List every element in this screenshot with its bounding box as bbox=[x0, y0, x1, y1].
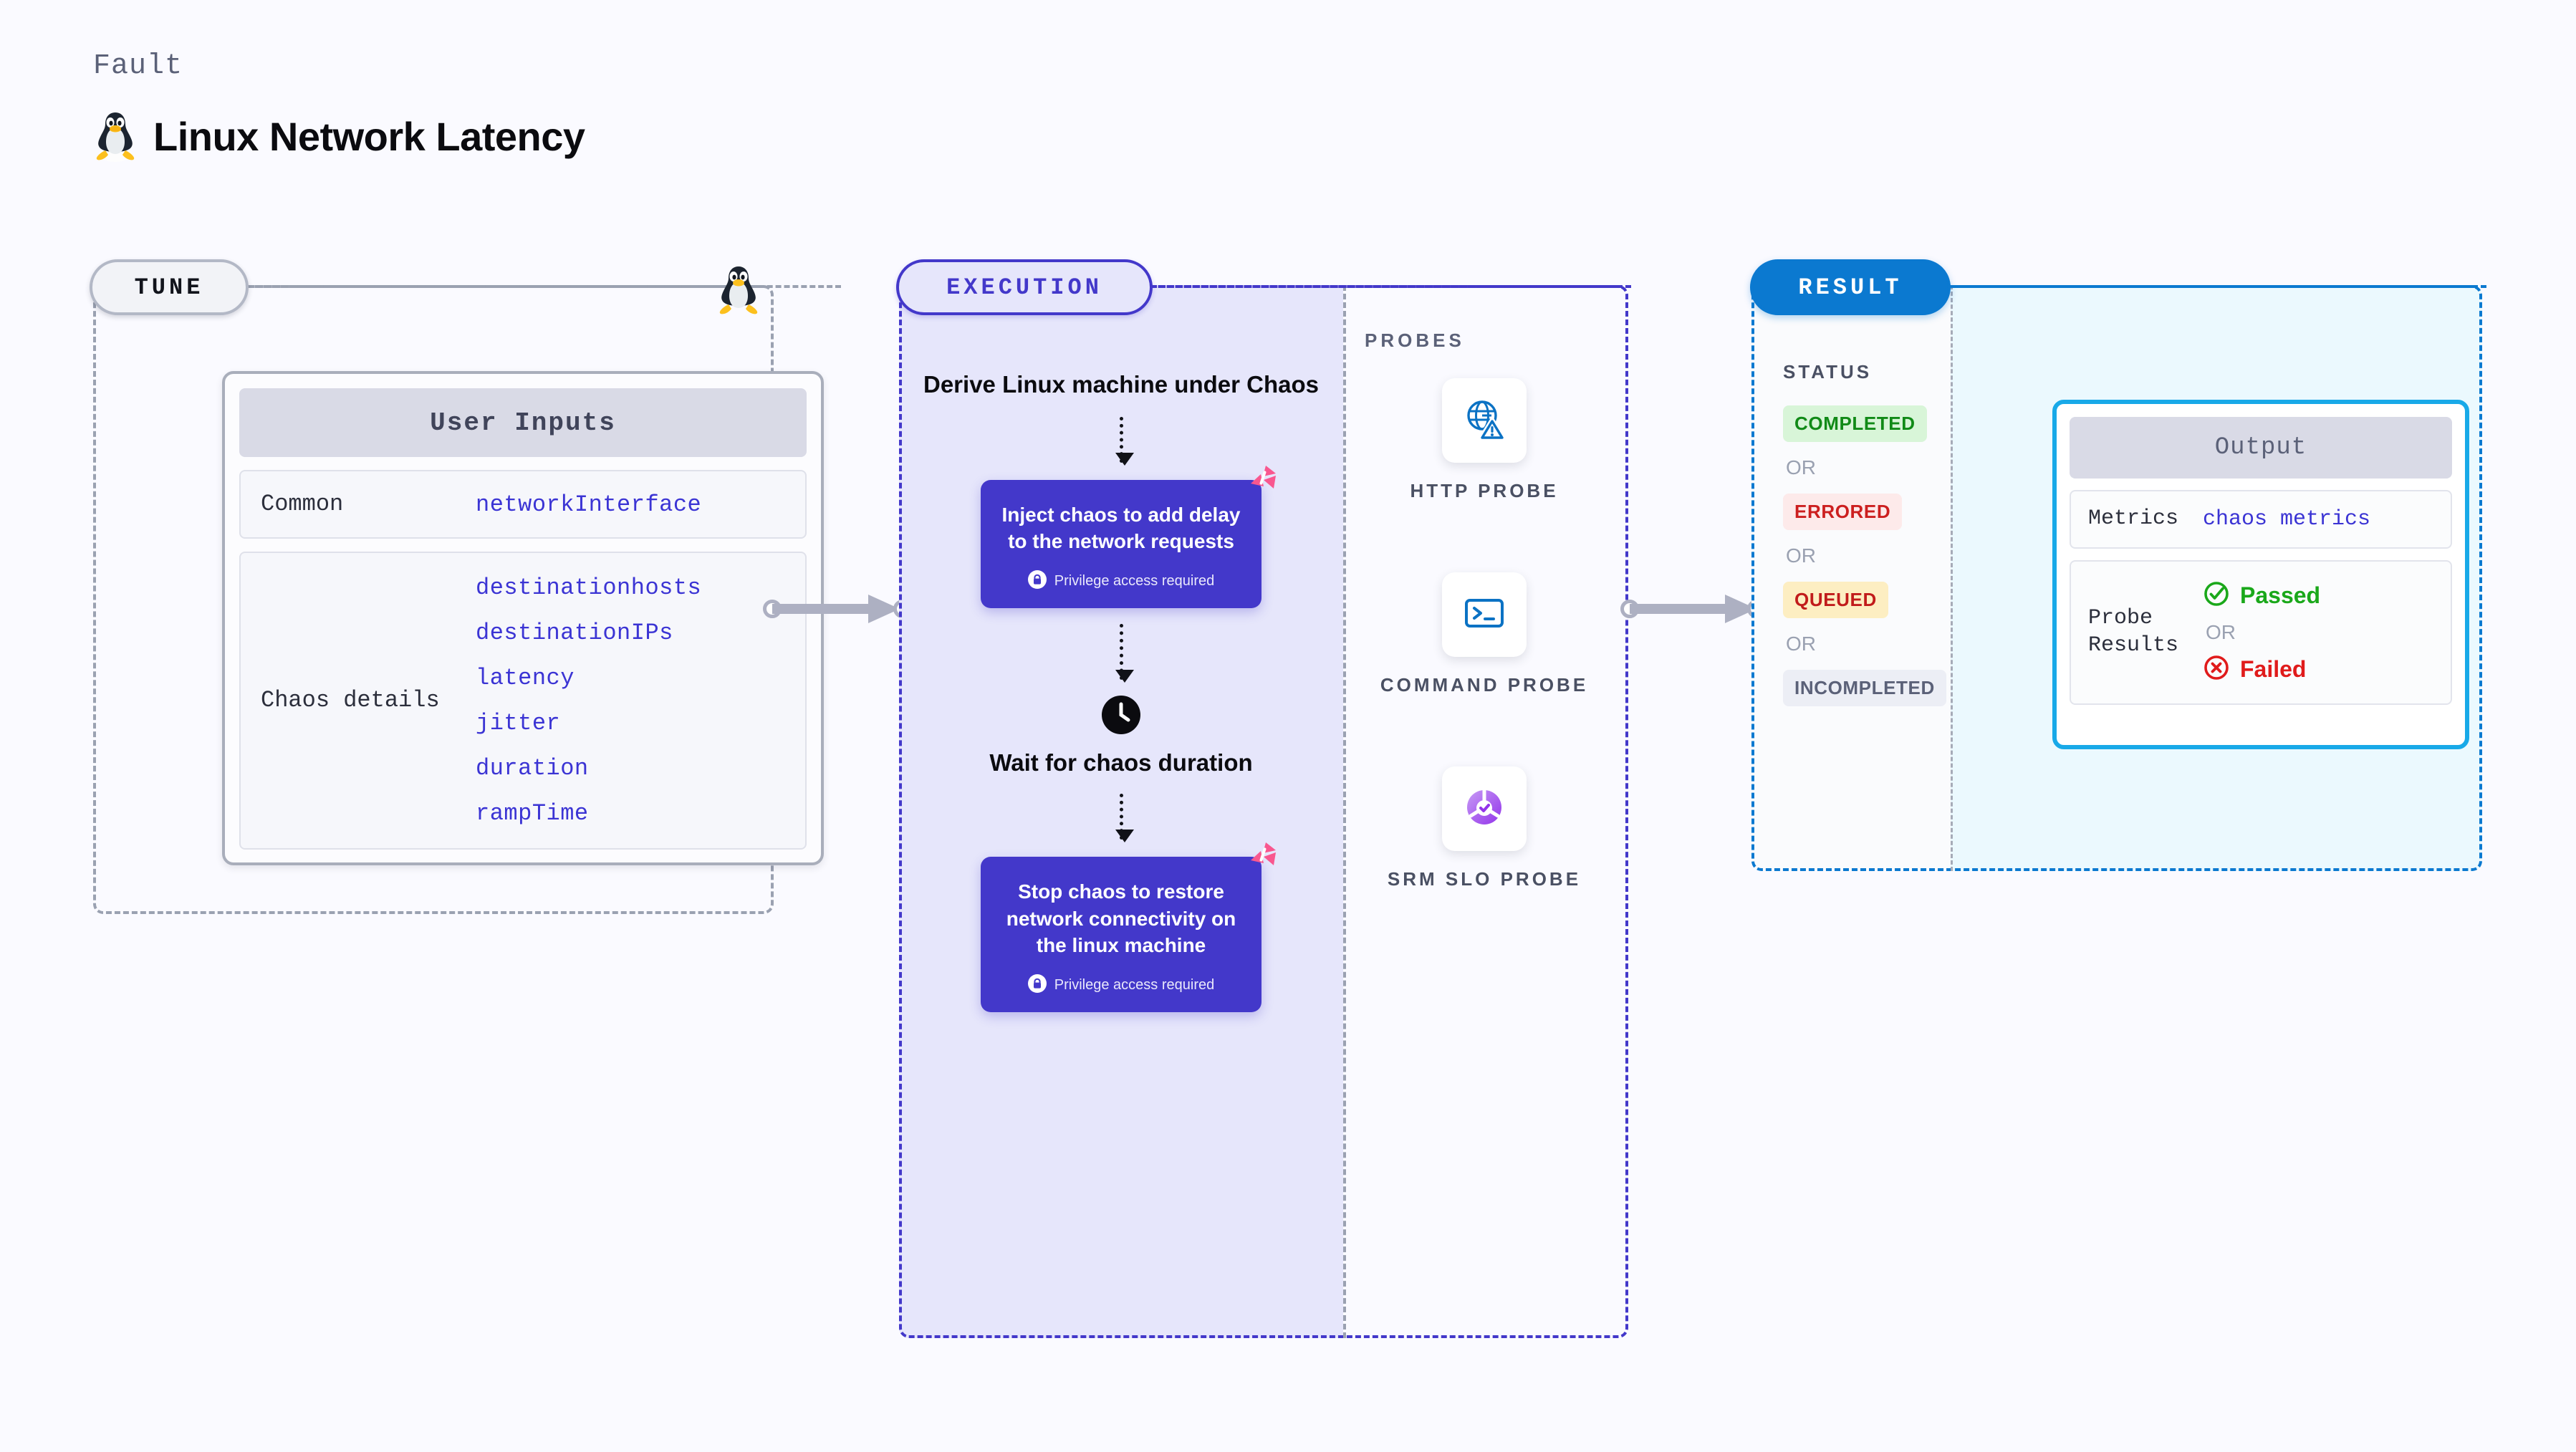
page-header: Fault Linux Network Latency bbox=[93, 50, 585, 163]
execution-step-inject-chaos[interactable]: Inject chaos to add delay to the network… bbox=[981, 465, 1276, 609]
probe-item-srm-slo[interactable]: SRM SLO PROBE bbox=[1343, 766, 1625, 892]
verdict-passed: Passed bbox=[2203, 580, 2320, 611]
result-connector-dashed-line bbox=[1948, 285, 2486, 288]
connector-tune-to-execution bbox=[763, 595, 912, 623]
x-circle-icon bbox=[2203, 654, 2230, 685]
fault-label: Fault bbox=[93, 50, 183, 82]
globe-warning-icon bbox=[1461, 396, 1509, 446]
litmus-chaos-badge-icon bbox=[1244, 841, 1277, 878]
privilege-notice: Privilege access required bbox=[999, 570, 1243, 592]
privilege-text: Privilege access required bbox=[1054, 573, 1215, 590]
output-probe-results-row: Probe Results Passed OR bbox=[2070, 559, 2452, 705]
probe-name: COMMAND PROBE bbox=[1380, 674, 1589, 696]
probe-tile bbox=[1442, 378, 1527, 463]
status-or: OR bbox=[1786, 633, 1816, 655]
tux-penguin-icon bbox=[716, 264, 761, 320]
privilege-notice: Privilege access required bbox=[999, 973, 1243, 996]
lock-icon bbox=[1027, 973, 1047, 996]
connector-line bbox=[772, 604, 871, 614]
execution-flow: Derive Linux machine under Chaos Inject … bbox=[899, 370, 1343, 1012]
tune-param[interactable]: destinationIPs bbox=[476, 620, 673, 646]
probe-tile bbox=[1442, 572, 1527, 658]
result-inner-divider bbox=[1951, 285, 1953, 871]
execution-section: EXECUTION PROBES Derive Linux machine un… bbox=[896, 259, 1631, 1338]
page-title: Linux Network Latency bbox=[153, 113, 585, 159]
probe-tile bbox=[1442, 766, 1527, 852]
flow-arrow bbox=[1115, 794, 1134, 843]
tune-group-label: Chaos details bbox=[261, 687, 440, 713]
tune-group-common: Common networkInterface bbox=[239, 470, 807, 539]
output-probe-results-label: Probe Results bbox=[2088, 606, 2179, 658]
output-metrics-row: Metrics chaos metrics bbox=[2070, 490, 2452, 549]
privilege-text: Privilege access required bbox=[1054, 976, 1215, 993]
verdict-list: Passed OR Failed bbox=[2203, 580, 2320, 685]
step-text: Stop chaos to restore network connectivi… bbox=[1006, 880, 1236, 956]
tune-pill-label: TUNE bbox=[90, 259, 249, 315]
tune-group-chaos-details: Chaos details destinationhosts destinati… bbox=[239, 552, 807, 850]
verdict-failed-text: Failed bbox=[2240, 655, 2307, 682]
flow-arrow bbox=[1115, 416, 1134, 466]
tune-param[interactable]: latency bbox=[476, 665, 575, 691]
tune-param[interactable]: jitter bbox=[476, 710, 561, 736]
probes-list: HTTP PROBE COMMAND PROBE bbox=[1343, 378, 1625, 892]
status-badge-incompleted: INCOMPLETED bbox=[1783, 670, 1946, 706]
execution-connector-dashed-line bbox=[1151, 285, 1631, 288]
connector-line bbox=[1630, 604, 1729, 614]
status-badge-queued: QUEUED bbox=[1783, 582, 1888, 618]
tune-group-label: Common bbox=[261, 491, 344, 517]
status-badge-errored: ERRORED bbox=[1783, 494, 1903, 530]
probes-label: PROBES bbox=[1365, 330, 1465, 351]
result-section: RESULT STATUS COMPLETED OR ERRORED OR QU… bbox=[1750, 259, 2486, 871]
execution-step-derive-title: Derive Linux machine under Chaos bbox=[923, 371, 1319, 398]
verdict-passed-text: Passed bbox=[2240, 582, 2321, 608]
check-circle-icon bbox=[2203, 580, 2230, 611]
status-or: OR bbox=[1786, 544, 1816, 567]
tune-param[interactable]: rampTime bbox=[476, 800, 589, 827]
probe-item-http[interactable]: HTTP PROBE bbox=[1343, 378, 1625, 504]
status-label: STATUS bbox=[1783, 361, 1873, 383]
output-card: Output Metrics chaos metrics Probe Resul… bbox=[2052, 400, 2469, 749]
litmus-chaos-badge-icon bbox=[1244, 464, 1277, 501]
step-text: Inject chaos to add delay to the network… bbox=[1001, 503, 1241, 553]
verdict-failed: Failed bbox=[2203, 654, 2320, 685]
wait-clock bbox=[899, 696, 1343, 738]
output-metrics-value[interactable]: chaos metrics bbox=[2203, 506, 2371, 532]
result-pill-label: RESULT bbox=[1750, 259, 1951, 315]
tune-group-values: destinationhosts destinationIPs latency … bbox=[476, 574, 701, 827]
terminal-icon bbox=[1461, 590, 1507, 640]
clock-icon bbox=[1102, 696, 1140, 738]
tux-penguin-icon bbox=[93, 110, 138, 163]
connector-execution-to-result bbox=[1620, 595, 1766, 623]
tune-param[interactable]: networkInterface bbox=[476, 491, 702, 518]
title-row: Linux Network Latency bbox=[93, 110, 585, 163]
execution-step-stop-chaos[interactable]: Stop chaos to restore network connectivi… bbox=[981, 842, 1276, 1012]
slo-donut-check-icon bbox=[1461, 784, 1507, 834]
tune-connector-dashed-line bbox=[246, 285, 841, 288]
flow-arrow bbox=[1115, 624, 1134, 683]
execution-probes-divider bbox=[1343, 285, 1346, 1338]
status-list: COMPLETED OR ERRORED OR QUEUED OR INCOMP… bbox=[1783, 405, 1946, 706]
execution-pill-label: EXECUTION bbox=[896, 259, 1153, 315]
tune-param[interactable]: duration bbox=[476, 755, 589, 782]
lock-icon bbox=[1027, 570, 1047, 592]
result-status-fill bbox=[1751, 285, 1951, 871]
tune-group-values: networkInterface bbox=[476, 491, 701, 518]
tune-param[interactable]: destinationhosts bbox=[476, 574, 702, 601]
verdict-or: OR bbox=[2206, 620, 2236, 643]
probe-item-command[interactable]: COMMAND PROBE bbox=[1343, 572, 1625, 698]
status-badge-completed: COMPLETED bbox=[1783, 405, 1927, 442]
tune-section: TUNE User Inputs Common networkInterface… bbox=[90, 259, 841, 914]
output-title: Output bbox=[2070, 417, 2452, 479]
probe-name: SRM SLO PROBE bbox=[1387, 868, 1582, 890]
output-metrics-label: Metrics bbox=[2088, 506, 2179, 531]
user-inputs-card: User Inputs Common networkInterface Chao… bbox=[222, 371, 824, 865]
execution-step-wait-title: Wait for chaos duration bbox=[989, 749, 1253, 777]
user-inputs-title: User Inputs bbox=[239, 388, 807, 457]
status-or: OR bbox=[1786, 456, 1816, 479]
probe-name: HTTP PROBE bbox=[1410, 480, 1559, 501]
